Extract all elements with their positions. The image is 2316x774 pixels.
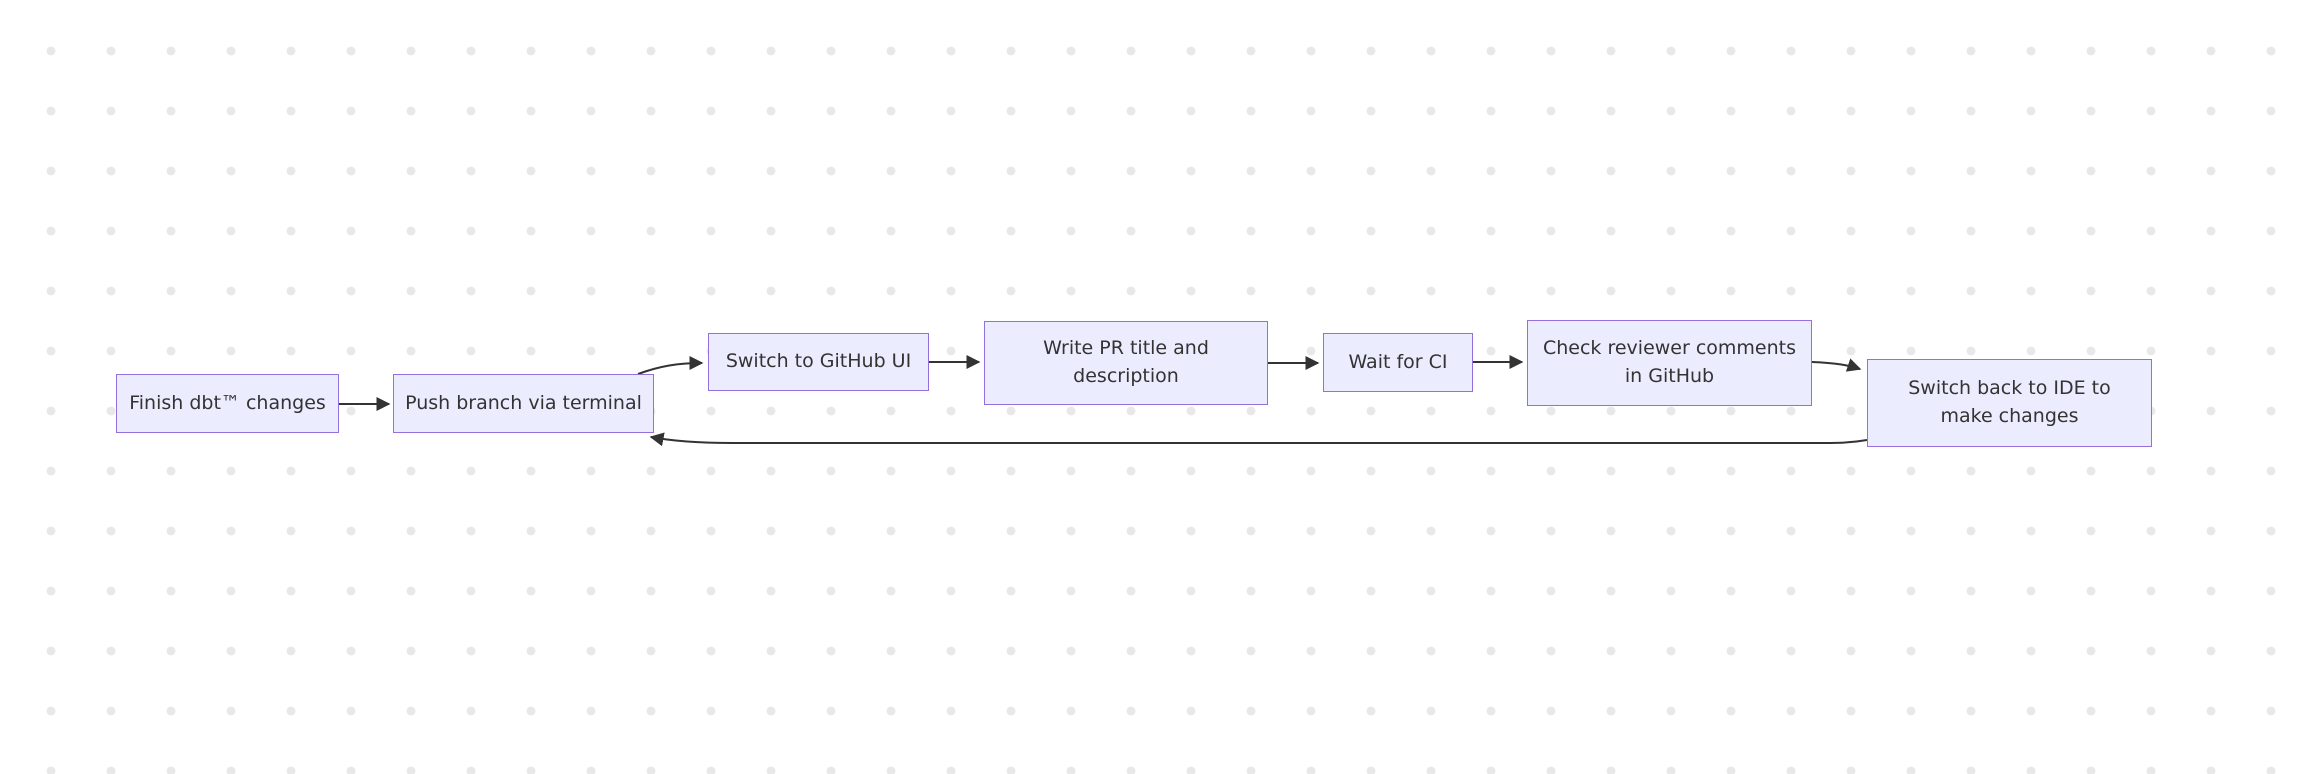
node-wait-for-ci: Wait for CI — [1323, 333, 1473, 392]
node-label: Push branch via terminal — [405, 391, 642, 414]
node-check-reviewer-comments: Check reviewer comments in GitHub — [1527, 320, 1812, 406]
edge-switch-ide-loop-to-push — [649, 432, 1868, 447]
node-write-pr-title-description: Write PR title and description — [984, 321, 1268, 405]
node-label: Check reviewer comments in GitHub — [1542, 337, 1797, 387]
edge-check-comments-to-switch-ide — [1811, 358, 1862, 372]
node-label: Write PR title and description — [1043, 337, 1209, 387]
node-switch-to-github-ui: Switch to GitHub UI — [708, 333, 929, 391]
node-label: Finish dbt™ changes — [129, 391, 326, 414]
node-push-branch-via-terminal: Push branch via terminal — [393, 374, 654, 433]
node-label: Wait for CI — [1348, 350, 1448, 373]
node-finish-dbt-changes: Finish dbt™ changes — [116, 374, 339, 433]
node-switch-back-to-ide: Switch back to IDE to make changes — [1867, 359, 2152, 447]
edge-push-to-github-ui — [637, 356, 704, 375]
node-label: Switch to GitHub UI — [725, 350, 912, 373]
node-label: Switch back to IDE to make changes — [1908, 377, 2111, 427]
